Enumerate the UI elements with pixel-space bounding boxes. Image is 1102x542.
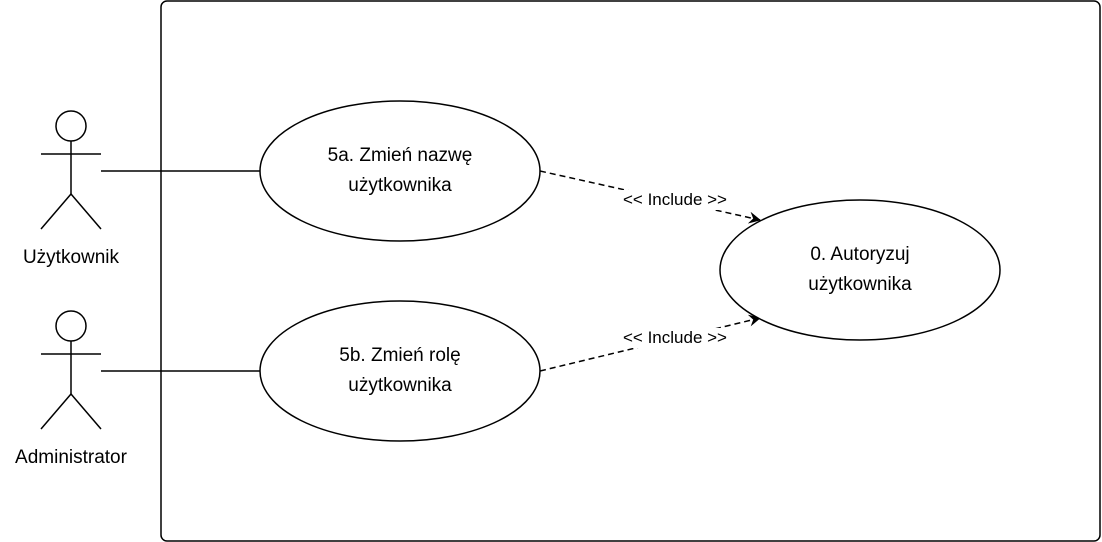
use-case-uc5b-label: 5b. Zmień rolę użytkownika [260,331,540,411]
use-case-uc5b-shape [259,300,541,442]
use-case-uc5a-shape [259,100,541,242]
include-label-uc5a: << Include >> [603,190,747,210]
actor-user-figure [40,110,102,230]
actor-user-label: Użytkownik [22,247,120,268]
use-case-uc0-line-2: użytkownika [808,274,912,295]
use-case-uc5b-line-1: 5b. Zmień rolę [339,345,461,366]
use-case-uc5a-line-1: 5a. Zmień nazwę [327,145,473,166]
use-case-uc5b-line-2: użytkownika [348,375,452,396]
use-case-uc5a-line-2: użytkownika [348,175,452,196]
include-label-uc5b: << Include >> [603,328,747,348]
actor-admin-figure [40,310,102,430]
use-case-uc0-line-1: 0. Autoryzuj [810,244,910,265]
actor-admin-label: Administrator [15,447,127,468]
use-case-uc0-shape [719,199,1001,341]
use-case-uc5a-label: 5a. Zmień nazwę użytkownika [260,131,540,211]
use-case-uc0-label: 0. Autoryzuj użytkownika [720,230,1000,310]
